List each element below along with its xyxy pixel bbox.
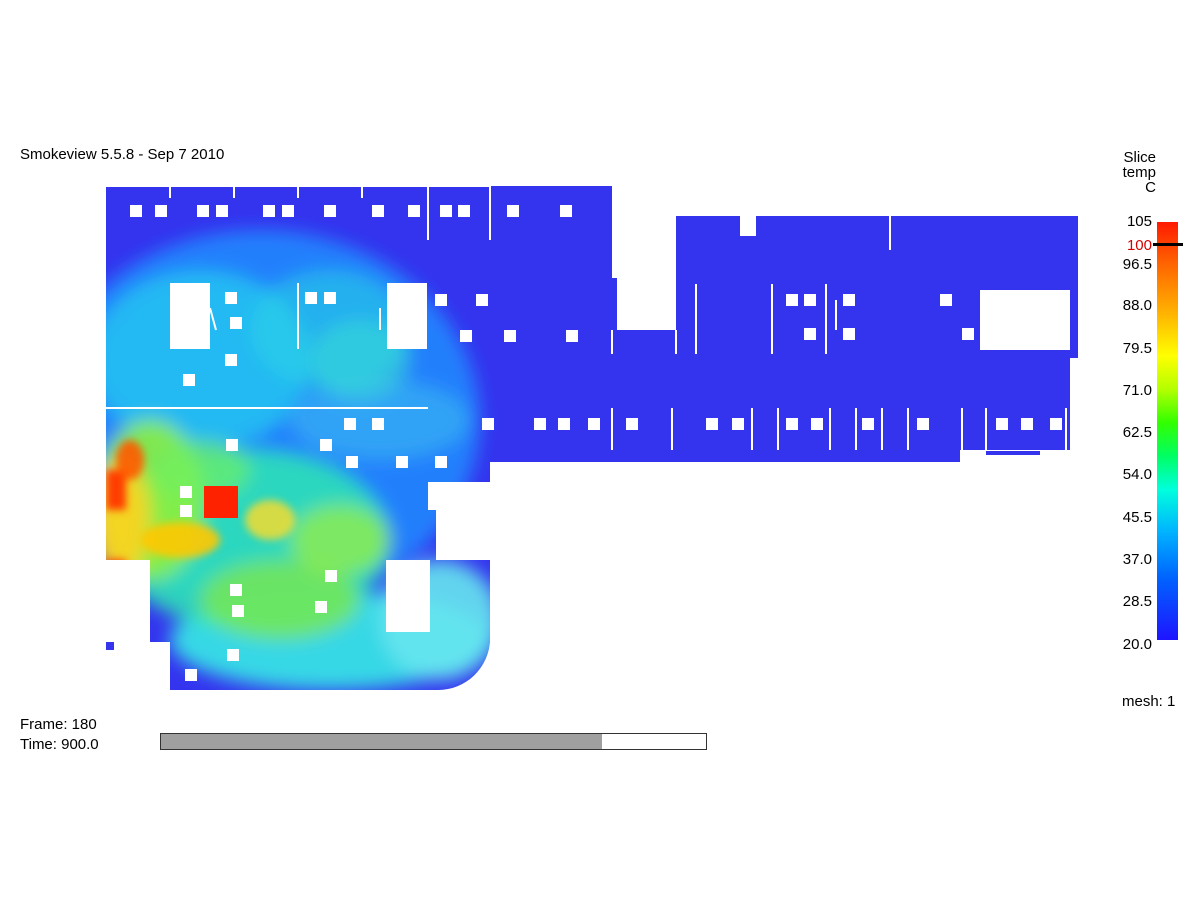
colorbar-tick: 88.0 [1122,297,1152,314]
colorbar-tick: 105 [1126,213,1152,230]
obstructions [106,203,1080,681]
wall-lines [106,185,1067,450]
vent-square [106,642,114,650]
mesh-label: mesh: 1 [1122,693,1176,710]
colorbar-tick: 45.5 [1122,509,1152,526]
colorbar-tick: 54.0 [1122,466,1152,483]
colorbar-title-line: temp [1122,164,1156,181]
colorbar-tick: 37.0 [1122,551,1152,568]
colorbar-tick: 71.0 [1122,382,1152,399]
colorbar-tick: 96.5 [1122,256,1152,273]
colorbar-title-line: C [1145,179,1156,196]
colorbar-highlight-marker [1153,243,1183,246]
time-label: Time: 900.0 [20,736,99,753]
colorbar-tick: 28.5 [1122,593,1152,610]
time-slider-fill [161,734,603,749]
frame-label: Frame: 180 [20,716,97,733]
time-slider-bar[interactable] [160,733,707,750]
colorbar-title-line: Slice [1123,149,1156,166]
colorbar-tick: 20.0 [1122,636,1152,653]
temperature-colorbar [1157,222,1178,640]
colorbar-tick: 79.5 [1122,340,1152,357]
colorbar-tick: 62.5 [1122,424,1152,441]
window-title: Smokeview 5.5.8 - Sep 7 2010 [20,146,225,163]
colorbar-tick-highlight: 100 [1126,237,1152,254]
vent-strip [986,451,1040,455]
